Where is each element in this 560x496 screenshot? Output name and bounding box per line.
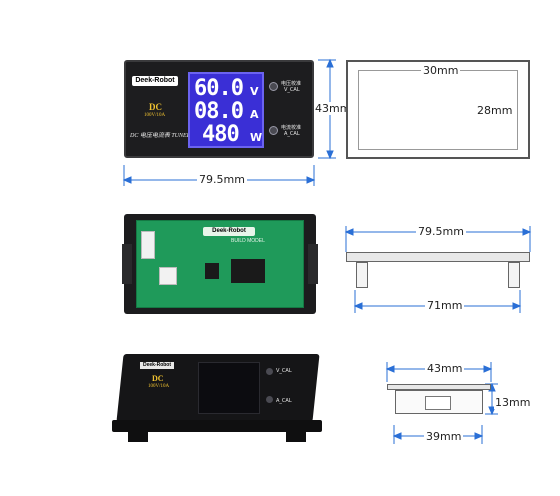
cutout-height-dim: 28mm: [475, 104, 515, 117]
v-cal-label-cn: 电压校准: [281, 81, 302, 87]
current-row: 08.0 A: [194, 101, 262, 123]
end-view: [387, 384, 491, 418]
power-unit: W: [250, 131, 263, 144]
front-width-dim: 79.5mm: [197, 173, 247, 186]
side-leg-left: [356, 262, 368, 288]
pcb-chip: [231, 259, 265, 283]
side-body: [356, 262, 520, 280]
end-top-width-dim: 43mm: [425, 362, 465, 375]
angle-leg-right: [286, 430, 306, 442]
side-bottom-width-dim: 71mm: [425, 299, 465, 312]
a-cal-label-cn: 电流校准: [281, 125, 302, 131]
front-view: Deek-Robot DC 100V/10A DC 电压电流表 TUNER MO…: [124, 60, 314, 158]
end-top-rim: [387, 384, 491, 390]
end-clip: [425, 396, 451, 410]
lcd-screen: 60.0 V 08.0 A 480 W: [188, 72, 264, 148]
angle-screen: [198, 362, 260, 414]
power-value: 480: [202, 122, 240, 147]
model-big: DC: [149, 102, 162, 112]
v-cal-label: V_CAL: [284, 87, 300, 93]
model-small: 100V/10A: [144, 113, 166, 118]
back-view: Deek-Robot BUILD MODEL: [122, 214, 318, 314]
angle-a-cal-button[interactable]: [266, 396, 273, 403]
side-view: [346, 252, 530, 288]
angle-model-small: 100V/10A: [148, 384, 170, 389]
angle-base: [112, 420, 322, 432]
angle-leg-left: [128, 430, 148, 442]
angle-view: Deek-Robot DC 100V/10A V_CAL A_CAL: [110, 354, 322, 442]
angle-brand-logo: Deek-Robot: [140, 362, 174, 369]
pcb-connector: [141, 231, 155, 259]
pcb-ic-small: [205, 263, 219, 279]
a-cal-label: A_CAL: [284, 131, 300, 137]
cutout-width-dim: 30mm: [421, 64, 461, 77]
side-leg-right: [508, 262, 520, 288]
angle-v-cal-button[interactable]: [266, 368, 273, 375]
pcb-logo: Deek-Robot: [203, 227, 255, 236]
v-cal-button[interactable]: [269, 82, 278, 91]
brand-logo: Deek-Robot: [132, 76, 178, 86]
a-cal-button[interactable]: [269, 126, 278, 135]
voltage-value: 60.0: [194, 76, 244, 101]
current-value: 08.0: [194, 99, 244, 124]
angle-v-cal-label: V_CAL: [276, 368, 292, 374]
angle-model-big: DC: [152, 374, 164, 383]
end-height-dim: 13mm: [494, 396, 532, 409]
back-side-tab-left: [122, 244, 132, 284]
meter-subtitle: DC 电压电流表 TUNER MODE: [130, 133, 210, 139]
voltage-row: 60.0 V: [194, 78, 262, 100]
side-top-width-dim: 79.5mm: [416, 225, 466, 238]
back-side-tab-right: [308, 244, 318, 284]
current-unit: A: [250, 108, 259, 121]
pcb-model-text: BUILD MODEL: [231, 238, 265, 244]
power-row: 480 W: [194, 124, 262, 146]
angle-a-cal-label: A_CAL: [276, 398, 292, 404]
voltage-unit: V: [250, 85, 259, 98]
pcb-board: Deek-Robot BUILD MODEL: [136, 220, 304, 308]
side-top-rim: [346, 252, 530, 262]
pcb-terminal: [159, 267, 177, 285]
end-bottom-width-dim: 39mm: [424, 430, 464, 443]
front-height-dim: 43mm: [314, 102, 352, 115]
